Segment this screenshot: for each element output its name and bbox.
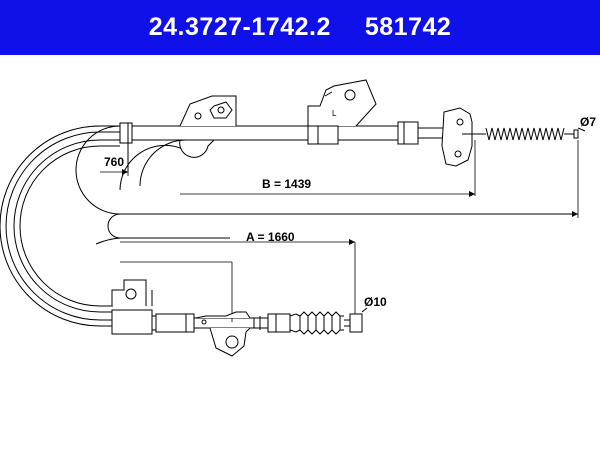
lower-sheath <box>111 279 268 357</box>
reference-number: 581742 <box>364 13 452 41</box>
sheath-length-label: 760 <box>104 155 124 169</box>
upper-sheath <box>119 79 398 172</box>
bracket-marker: L <box>332 109 337 118</box>
inner-loop <box>75 125 578 245</box>
cable-drawing: L Ø7 760 B = 1439 A = 1 <box>0 79 596 357</box>
title-bar: 24.3727-1742.2 581742 <box>0 0 600 55</box>
diameter-bottom-label: Ø10 <box>364 295 387 309</box>
upper-end-fitting <box>397 107 579 167</box>
cable-sheath <box>0 125 181 327</box>
dimension-a-label: A = 1660 <box>246 230 295 244</box>
dimension-lines <box>100 140 579 322</box>
dimension-b-label: B = 1439 <box>262 177 311 191</box>
dimension-arrows <box>122 169 578 245</box>
lower-end-fitting <box>267 311 363 335</box>
diameter-top-label: Ø7 <box>580 115 596 129</box>
part-number: 24.3727-1742.2 <box>148 13 331 41</box>
